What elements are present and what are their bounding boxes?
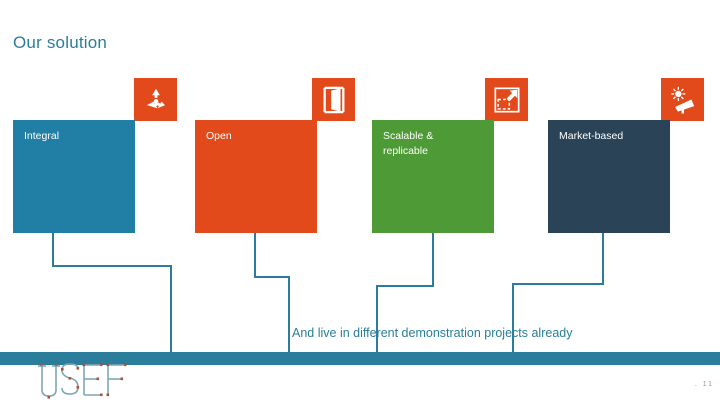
connector-4-horizontal — [512, 283, 604, 285]
icon-tile-solar-market — [661, 78, 704, 121]
connector-3-horizontal — [376, 285, 434, 287]
connector-1-vertical-a — [52, 233, 54, 267]
connector-1-vertical-b — [170, 265, 172, 353]
connector-4-vertical-b — [512, 283, 514, 353]
footer-bar — [0, 352, 720, 365]
pillar-label-market-based: Market-based — [559, 130, 624, 142]
bottom-caption: And live in different demonstration proj… — [292, 326, 573, 340]
icon-tile-scale-resize — [485, 78, 528, 121]
connector-1-horizontal — [52, 265, 172, 267]
pillar-label-integral: Integral — [24, 130, 60, 142]
icon-tile-open-door — [312, 78, 355, 121]
usef-logo — [34, 360, 130, 402]
connector-4-vertical-a — [602, 233, 604, 285]
connector-3-vertical-b — [376, 285, 378, 353]
connector-3-vertical-a — [432, 233, 434, 287]
pillar-label-open: Open — [206, 130, 232, 142]
connector-2-vertical-b — [288, 276, 290, 353]
page-title: Our solution — [13, 33, 108, 52]
icon-tile-recycle — [134, 78, 177, 121]
pillar-box-scalable-replicable[interactable]: Scalable & replicable — [372, 120, 494, 233]
page-number: . 11 — [694, 381, 714, 388]
pillar-box-integral[interactable]: Integral — [13, 120, 135, 233]
pillar-label-scalable-replicable: Scalable & replicable — [383, 130, 434, 157]
pillar-box-market-based[interactable]: Market-based — [548, 120, 670, 233]
pillar-box-open[interactable]: Open — [195, 120, 317, 233]
connector-2-vertical-a — [254, 233, 256, 278]
connector-2-horizontal — [254, 276, 290, 278]
